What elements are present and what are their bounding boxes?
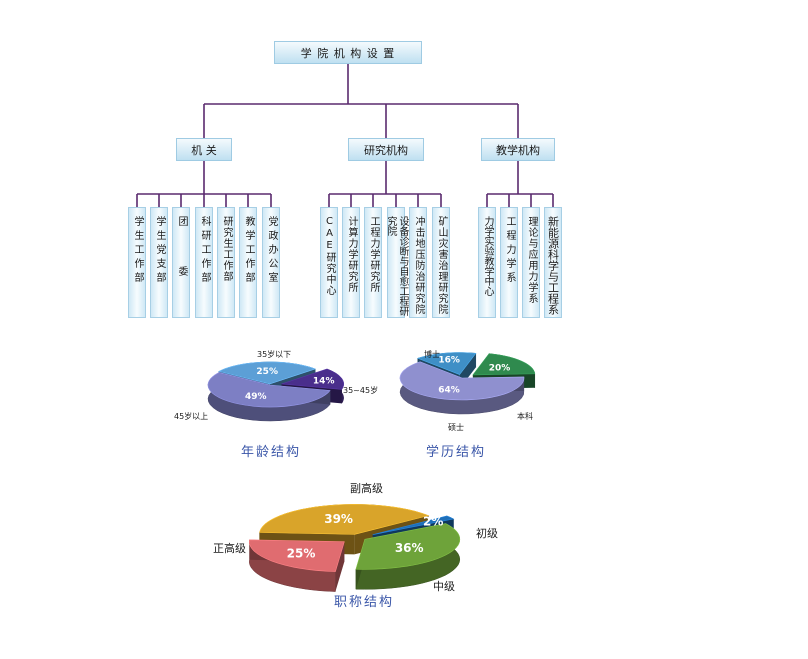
title-cat-label: 正高级 bbox=[213, 542, 246, 555]
org-item: 矿山灾害治理研究院 bbox=[432, 207, 450, 318]
pie-slice bbox=[416, 352, 477, 375]
pie-percent-label: 20% bbox=[489, 363, 511, 373]
edu-cat-label: 硕士 bbox=[448, 423, 464, 432]
org-item: 科研工作部 bbox=[195, 207, 213, 318]
org-item-label: 力学实验教学中心 bbox=[482, 216, 493, 296]
title-cat-label: 初级 bbox=[476, 527, 498, 540]
org-item: 党政办公室 bbox=[262, 207, 280, 318]
pie-percent-label: 2% bbox=[423, 514, 443, 528]
pie-slice bbox=[355, 523, 461, 570]
org-item-label: 冲击地压防治研究院 bbox=[413, 216, 424, 315]
org-group-label: 教学机构 bbox=[496, 143, 540, 157]
org-item: 团委 bbox=[172, 207, 190, 318]
org-root-label: 学 院 机 构 设 置 bbox=[300, 46, 396, 60]
age-chart-title: 年龄结构 bbox=[241, 445, 302, 460]
pie-percent-label: 16% bbox=[438, 355, 460, 365]
org-item: CAE研究中心 bbox=[320, 207, 338, 318]
org-item-label: 党政办公室 bbox=[266, 216, 277, 286]
org-group-label: 研究机构 bbox=[364, 143, 408, 157]
org-group-office-box: 机 关 bbox=[176, 138, 232, 161]
pie-slice bbox=[249, 539, 345, 572]
org-item: 工程力学研究所 bbox=[364, 207, 382, 318]
org-item-label: 教学工作部 bbox=[243, 216, 254, 286]
age-cat-label: 35~45岁 bbox=[343, 386, 379, 395]
org-item-label: 科研工作部 bbox=[199, 216, 210, 286]
org-group-teaching-box: 教学机构 bbox=[481, 138, 555, 161]
title-cat-label: 中级 bbox=[433, 580, 455, 593]
org-item: 新能源科学与工程系 bbox=[544, 207, 562, 318]
edu-cat-label: 博士 bbox=[424, 350, 440, 359]
org-root-box: 学 院 机 构 设 置 bbox=[274, 41, 422, 64]
pie-percent-label: 36% bbox=[395, 541, 424, 555]
org-item-label: 学生党支部 bbox=[154, 216, 165, 286]
org-item-label: 学生工作部 bbox=[132, 216, 143, 286]
org-group-research-box: 研究机构 bbox=[348, 138, 424, 161]
title-chart-title: 职称结构 bbox=[334, 595, 395, 610]
pie-slice bbox=[472, 353, 536, 376]
org-item-label: CAE研究中心 bbox=[324, 216, 335, 296]
pie-slice bbox=[218, 361, 317, 385]
edu-chart-title: 学历结构 bbox=[426, 445, 487, 460]
edu-cat-label: 本科 bbox=[517, 412, 533, 421]
pie-slice bbox=[399, 361, 525, 401]
org-item: 冲击地压防治研究院 bbox=[409, 207, 427, 318]
pie-percent-label: 25% bbox=[256, 367, 278, 377]
org-item-label: 计算力学研究所 bbox=[346, 216, 357, 293]
org-item: 学生党支部 bbox=[150, 207, 168, 318]
pie-slice bbox=[259, 504, 430, 535]
pie-slice bbox=[207, 372, 331, 408]
org-item: 工程力学系 bbox=[500, 207, 518, 318]
pie-percent-label: 39% bbox=[324, 512, 353, 526]
pie-percent-label: 14% bbox=[313, 376, 335, 386]
org-item-label: 新能源科学与工程系 bbox=[546, 216, 560, 315]
org-item-label: 工程力学研究所 bbox=[368, 216, 379, 293]
pie-slice bbox=[281, 368, 344, 390]
pie-percent-label: 25% bbox=[287, 547, 316, 561]
org-item: 设备诊断与自愈工程研究院 bbox=[385, 207, 408, 318]
org-item-label: 工程力学系 bbox=[504, 216, 515, 286]
org-item-label: 矿山灾害治理研究院 bbox=[436, 216, 447, 315]
pie-slice bbox=[372, 515, 455, 536]
org-item: 教学工作部 bbox=[239, 207, 257, 318]
pie-percent-label: 49% bbox=[245, 392, 267, 402]
org-item-label: 研究生工作部 bbox=[221, 216, 232, 282]
org-item: 力学实验教学中心 bbox=[478, 207, 496, 318]
org-group-label: 机 关 bbox=[191, 143, 217, 157]
org-item: 计算力学研究所 bbox=[342, 207, 360, 318]
org-item: 学生工作部 bbox=[128, 207, 146, 318]
org-item-label: 设备诊断与自愈工程研究院 bbox=[385, 216, 408, 316]
org-item-label: 理论与应用力学系 bbox=[526, 216, 537, 304]
org-item-label: 团委 bbox=[176, 216, 187, 316]
pie-percent-label: 64% bbox=[438, 385, 460, 395]
title-cat-label: 副高级 bbox=[350, 482, 383, 495]
age-cat-label: 35岁以下 bbox=[257, 350, 292, 359]
age-cat-label: 45岁以上 bbox=[174, 412, 209, 421]
org-item: 研究生工作部 bbox=[217, 207, 235, 318]
org-item: 理论与应用力学系 bbox=[522, 207, 540, 318]
